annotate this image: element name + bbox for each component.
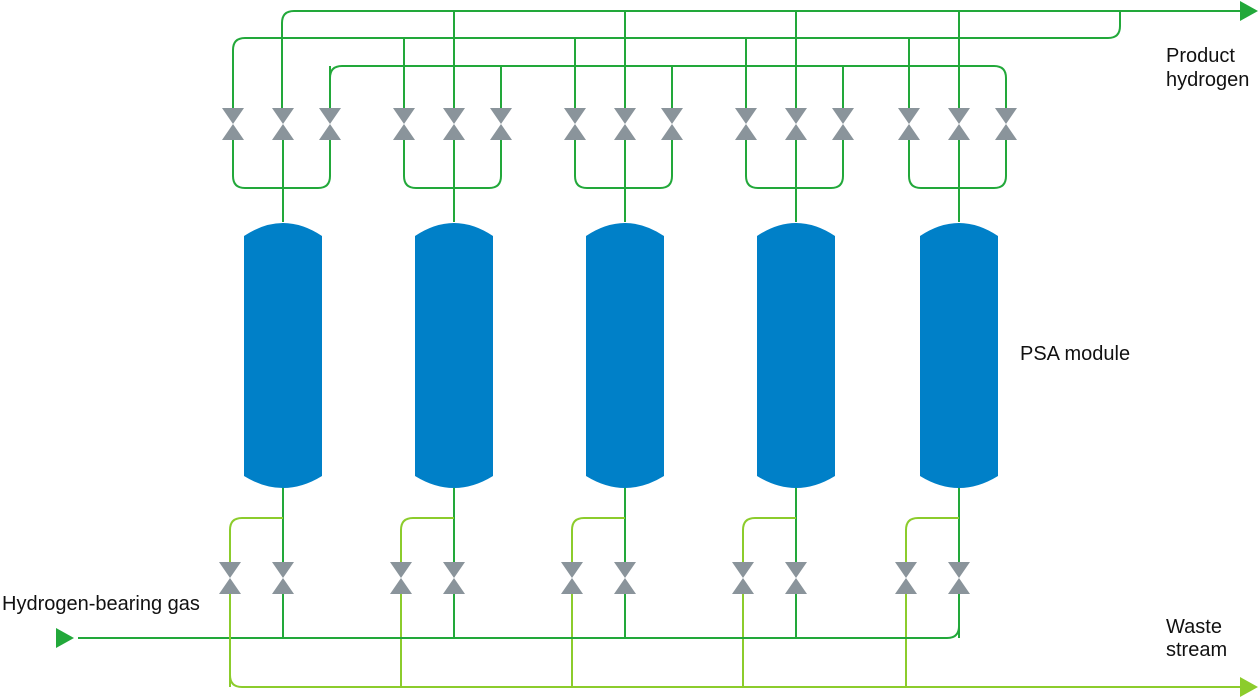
waste-branch-pipe (742, 517, 796, 562)
waste-valve (732, 562, 754, 594)
vessel-1 (244, 223, 322, 488)
vessel-3 (586, 223, 664, 488)
waste-header-pipe (229, 594, 1240, 688)
repressurization-valve (735, 108, 757, 140)
product-hydrogen-label-line1: Product (1166, 45, 1235, 67)
waste-valve (219, 562, 241, 594)
waste-branch-pipe (571, 517, 625, 562)
flow-arrows (56, 1, 1258, 697)
top-manifold-pipe (908, 140, 1007, 189)
waste-valve (895, 562, 917, 594)
feed-inlet-arrow (56, 628, 74, 648)
psa-module-label: PSA module (1020, 343, 1130, 365)
waste-branch-pipe (229, 517, 283, 562)
equalization-valve (319, 108, 341, 140)
feed-gas-label: Hydrogen-bearing gas (2, 593, 200, 615)
product-valve (785, 108, 807, 140)
repressurization-header-pipe (232, 11, 1121, 108)
feed-valve (785, 562, 807, 594)
waste-stream-label-line1: Waste (1166, 616, 1222, 638)
feed-valve (948, 562, 970, 594)
waste-outlet-arrow (1240, 677, 1258, 697)
top-manifold-pipe (745, 140, 844, 189)
valves (219, 108, 1017, 594)
psa-vessels (244, 223, 998, 488)
feed-valve (443, 562, 465, 594)
waste-valve (390, 562, 412, 594)
waste-branch-pipe (905, 517, 959, 562)
product-valve (614, 108, 636, 140)
top-manifold-pipe (232, 140, 331, 189)
product-valve (443, 108, 465, 140)
feed-valve (614, 562, 636, 594)
equalization-header-pipe (329, 65, 1007, 108)
top-manifold-pipe (403, 140, 502, 189)
product-outlet-arrow (1240, 1, 1258, 21)
repressurization-valve (898, 108, 920, 140)
repressurization-valve (393, 108, 415, 140)
repressurization-valve (222, 108, 244, 140)
repressurization-valve (564, 108, 586, 140)
feed-header-pipe (78, 594, 960, 639)
equalization-valve (661, 108, 683, 140)
product-header-pipe (281, 10, 1240, 108)
product-valve (948, 108, 970, 140)
feed-valve (272, 562, 294, 594)
equalization-valve (490, 108, 512, 140)
top-manifold-pipe (574, 140, 673, 189)
equalization-valve (995, 108, 1017, 140)
vessel-2 (415, 223, 493, 488)
waste-branch-pipe (400, 517, 454, 562)
vessel-4 (757, 223, 835, 488)
waste-stream-label-line2: stream (1166, 639, 1227, 661)
piping (78, 10, 1240, 688)
product-hydrogen-label-line2: hydrogen (1166, 69, 1249, 91)
product-valve (272, 108, 294, 140)
equalization-valve (832, 108, 854, 140)
waste-valve (561, 562, 583, 594)
vessel-5 (920, 223, 998, 488)
